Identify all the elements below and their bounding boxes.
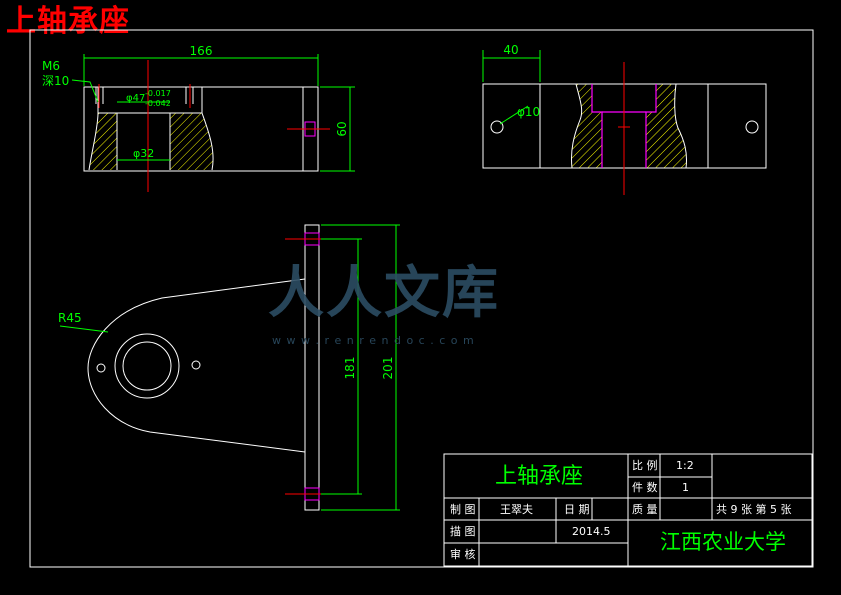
dim-height: 60	[335, 121, 349, 136]
dim-bore-tolerance: φ47	[126, 93, 145, 104]
date-label: 日 期	[564, 503, 590, 516]
page-title: 上轴承座	[6, 4, 130, 39]
dim-bore-small: φ32	[133, 147, 154, 160]
dim-thread: M6	[42, 59, 60, 73]
sheet-count: 共 9 张 第 5 张	[716, 503, 792, 516]
plan-view	[87, 224, 330, 511]
plan-view-dimensions	[59, 224, 400, 511]
drawn-name: 王翠夫	[500, 503, 533, 516]
dim-tol-upper: -0.017	[145, 89, 171, 98]
watermark-url: w w w . r e n r e n d o c . c o m	[272, 334, 475, 347]
side-view	[482, 62, 767, 195]
dim-side-width: 40	[503, 43, 518, 57]
scale-label: 比 例	[632, 459, 658, 472]
drawing-frame	[29, 29, 814, 568]
qty-value: 1	[682, 481, 689, 494]
dim-tol-lower: -0.042	[145, 99, 171, 108]
dim-radius: R45	[58, 311, 82, 325]
dim-top-length: 166	[190, 44, 213, 58]
dim-height-total: 201	[381, 357, 395, 380]
part-name: 上轴承座	[495, 464, 584, 489]
qty-label: 件 数	[632, 481, 658, 494]
front-view-dimensions	[71, 54, 355, 172]
date-value: 2014.5	[572, 525, 611, 538]
review-label: 审 核	[450, 548, 476, 561]
front-view	[83, 60, 330, 192]
scale-value: 1:2	[676, 459, 694, 472]
traced-label: 描 图	[450, 525, 476, 538]
side-view-dimensions	[482, 50, 541, 125]
dim-hole-dia: φ10	[517, 105, 540, 119]
school-name: 江西农业大学	[660, 530, 786, 554]
dim-depth: 深10	[42, 74, 69, 88]
dim-height-inner: 181	[343, 357, 357, 380]
drawn-label: 制 图	[450, 503, 476, 516]
mass-label: 质 量	[632, 503, 658, 516]
watermark-brand: 人人文库	[268, 261, 500, 326]
title-block-grid	[443, 453, 813, 567]
